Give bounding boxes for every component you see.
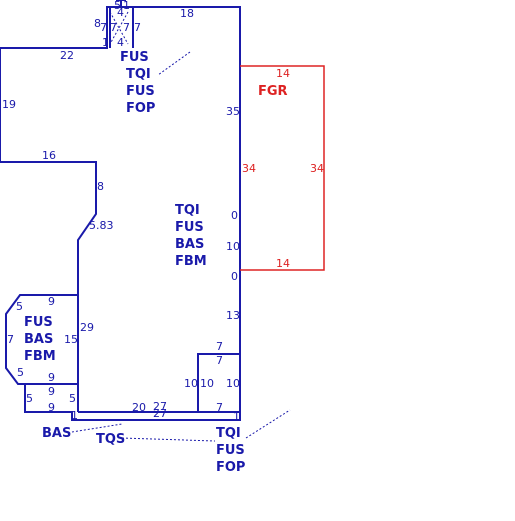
dim-oct-7: 7 — [7, 333, 14, 346]
label-main-area: TQI FUS BAS FBM — [175, 203, 207, 269]
label-br-1: TQI — [216, 426, 241, 441]
label-fgr: FGR — [258, 84, 288, 99]
dim-top-a: 5 — [114, 0, 121, 12]
leader-bottom-right — [245, 409, 291, 439]
dim-top-c: 1 — [123, 0, 130, 12]
dim-left-7d: 7 — [134, 21, 141, 34]
label-top-4: FOP — [126, 101, 155, 116]
dim-fgr-top: 14 — [276, 67, 290, 80]
label-tqs: TQS — [96, 432, 125, 447]
dim-upper-22: 22 — [60, 49, 74, 62]
label-top-1: FUS — [120, 50, 149, 65]
top-bump — [107, 0, 134, 48]
dim-oct-5b: 5 — [17, 366, 24, 379]
dim-center-10: 10 — [226, 240, 240, 253]
dim-oct-15: 15 — [64, 333, 78, 346]
main-outline — [0, 6, 241, 421]
label-oct-1: FUS — [24, 315, 53, 330]
dim-left-7a: 7 — [100, 21, 107, 34]
dim-bot-9: 9 — [48, 385, 55, 398]
label-octagon-area: FUS BAS FBM — [24, 315, 56, 364]
dim-wall-29: 29 — [80, 321, 94, 334]
label-main-1: TQI — [175, 203, 200, 218]
dim-center-0b: 0 — [231, 270, 238, 283]
label-top-3: FUS — [126, 84, 155, 99]
dim-left-4: 4 — [117, 36, 124, 49]
dim-mid-583: 5.83 — [89, 219, 114, 232]
notch-box — [197, 353, 240, 412]
dim-notch-10a: 10 — [184, 377, 198, 390]
label-top-2: TQI — [126, 67, 151, 82]
dim-notch-10c: 10 — [226, 377, 240, 390]
dim-mid-8: 8 — [97, 180, 104, 193]
dim-left-8: 8 — [94, 17, 101, 30]
dim-notch-7c: 7 — [216, 401, 223, 414]
dim-notch-1: 1 — [233, 410, 240, 423]
label-main-4: FBM — [175, 254, 207, 269]
dim-left-7b: 7 — [110, 21, 117, 34]
dim-notch-7a: 7 — [216, 340, 223, 353]
dim-oct-9b: 9 — [48, 371, 55, 384]
leader-tqs — [121, 437, 216, 442]
label-bas: BAS — [42, 426, 71, 441]
dim-bot-27b: 27 — [153, 407, 167, 420]
label-main-3: BAS — [175, 237, 204, 252]
dim-bot-1: 1 — [71, 409, 78, 422]
dim-oct-9a: 9 — [48, 295, 55, 308]
label-bottom-right: TQI FUS FOP — [216, 426, 245, 475]
dim-top-18: 18 — [180, 7, 194, 20]
leader-bas — [71, 423, 123, 433]
dim-notch-7b: 7 — [216, 354, 223, 367]
dim-fgr-bottom: 14 — [276, 257, 290, 270]
dim-bot-5a: 5 — [26, 392, 33, 405]
dim-fgr-right: 34 — [310, 162, 324, 175]
dim-upper-16: 16 — [42, 149, 56, 162]
leader-top — [157, 51, 191, 76]
label-main-2: FUS — [175, 220, 204, 235]
dim-right-13: 13 — [226, 309, 240, 322]
dim-top-b: 4 — [117, 6, 124, 19]
label-oct-2: BAS — [24, 332, 53, 347]
label-oct-3: FBM — [24, 349, 56, 364]
dim-left-7c: 7 — [123, 21, 130, 34]
dim-upper-19: 19 — [2, 98, 16, 111]
dim-center-0a: 0 — [231, 209, 238, 222]
dim-bot-9c: 9 — [48, 401, 55, 414]
dim-fgr-left: 34 — [242, 162, 256, 175]
dim-bot-5b: 5 — [69, 392, 76, 405]
dim-bot-20: 20 — [132, 401, 146, 414]
label-br-2: FUS — [216, 443, 245, 458]
garage-outline — [240, 65, 325, 271]
label-top-area: FUS TQI FUS FOP — [120, 50, 155, 116]
dim-notch-10b: 10 — [200, 377, 214, 390]
dim-left-1: 1 — [102, 36, 109, 49]
dim-oct-5a: 5 — [16, 300, 23, 313]
label-br-3: FOP — [216, 460, 245, 475]
dim-bot-27a: 27 — [153, 400, 167, 413]
dim-right-35: 35 — [226, 105, 240, 118]
